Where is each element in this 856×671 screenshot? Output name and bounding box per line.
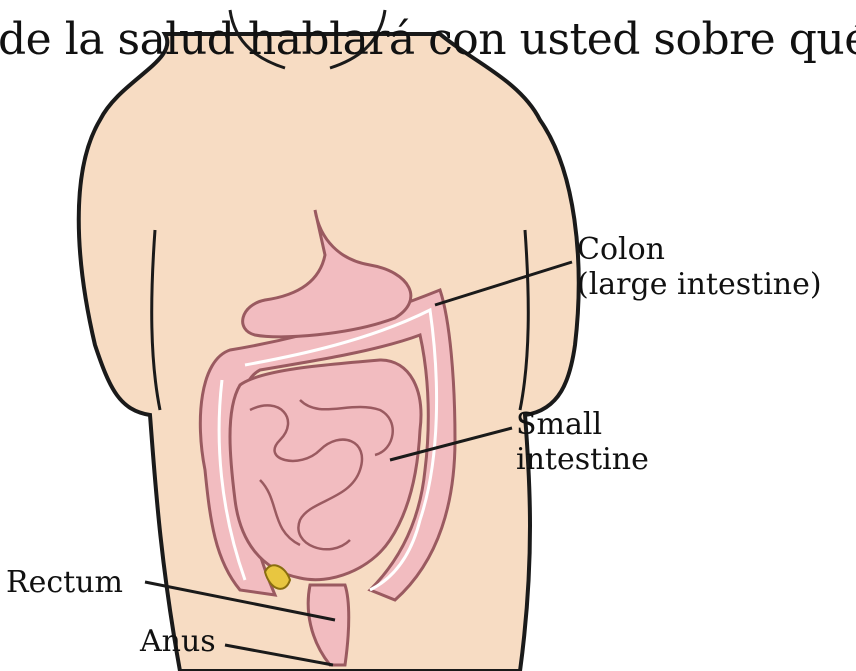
small-intestine-label-line1: Small (516, 408, 649, 443)
rectum-label: Rectum (6, 566, 123, 601)
caption-text: de la salud hablará con usted sobre qué (0, 18, 856, 62)
anus-label: Anus (140, 625, 216, 660)
colon-label-line2: (large intestine) (577, 268, 822, 303)
colon-label: Colon (large intestine) (577, 233, 822, 302)
colon-label-line1: Colon (577, 233, 822, 268)
small-intestine-label: Small intestine (516, 408, 649, 477)
small-intestine-label-line2: intestine (516, 443, 649, 478)
